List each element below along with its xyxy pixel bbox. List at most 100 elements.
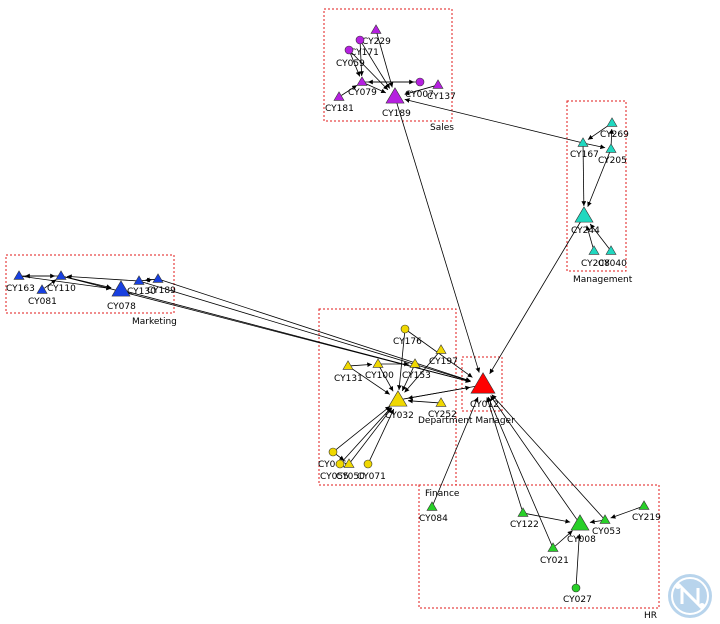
edge-CY205-CY269 bbox=[609, 128, 614, 147]
node-cy137[interactable]: CY137 bbox=[427, 79, 456, 102]
node-cy050[interactable]: CY050 bbox=[336, 458, 365, 482]
node-triangle-icon bbox=[605, 143, 617, 153]
edge-CY122-CY008 bbox=[525, 513, 571, 524]
node-cy027[interactable]: CY027 bbox=[563, 583, 592, 605]
edge-CY071-CY032 bbox=[368, 408, 395, 462]
node-circle-icon bbox=[363, 459, 373, 469]
node-cy100[interactable]: CY100 bbox=[365, 358, 394, 381]
node-triangle-icon bbox=[432, 79, 444, 89]
node-triangle-icon bbox=[435, 397, 447, 407]
edge-CY130-CY012 bbox=[141, 281, 471, 383]
node-cy053[interactable]: CY053 bbox=[592, 514, 621, 537]
node-label: CY032 bbox=[385, 411, 414, 421]
node-triangle-icon bbox=[133, 275, 145, 285]
node-cy081[interactable]: CY081 bbox=[28, 284, 57, 307]
node-triangle-icon bbox=[13, 270, 25, 280]
node-cy007[interactable]: CY007 bbox=[405, 77, 434, 100]
group-label-deptmgr: Department Manager bbox=[418, 416, 515, 426]
group-label-management: Management bbox=[573, 275, 633, 285]
node-cy269[interactable]: CY269 bbox=[600, 117, 629, 140]
edge-CY059-CY079 bbox=[349, 52, 361, 77]
node-label: CY110 bbox=[47, 284, 76, 294]
node-triangle-icon bbox=[370, 24, 382, 34]
node-cy046[interactable]: CY046 bbox=[318, 447, 347, 470]
node-cy084[interactable]: CY084 bbox=[419, 501, 448, 524]
edge-CY205-CY244 bbox=[587, 151, 611, 207]
node-cy040[interactable]: CY040 bbox=[598, 245, 627, 269]
node-label: CY167 bbox=[570, 150, 599, 160]
node-cy252[interactable]: CY252 bbox=[428, 397, 457, 420]
node-cy059[interactable]: CY059 bbox=[336, 45, 365, 69]
node-cy244[interactable]: CY244 bbox=[571, 206, 600, 236]
node-cy171[interactable]: CY171 bbox=[350, 35, 379, 58]
node-cy205[interactable]: CY205 bbox=[598, 143, 627, 166]
node-cy229[interactable]: CY229 bbox=[362, 24, 391, 47]
node-cy130[interactable]: CY130 bbox=[127, 275, 156, 297]
node-cy153[interactable]: CY153 bbox=[402, 358, 431, 381]
node-triangle-icon bbox=[517, 507, 529, 517]
node-triangle-icon bbox=[372, 358, 384, 368]
node-circle-icon bbox=[328, 447, 338, 457]
edge-CY021-CY008 bbox=[554, 530, 573, 547]
node-cy197[interactable]: CY197 bbox=[429, 344, 458, 367]
node-cy055[interactable]: CY055 bbox=[320, 459, 349, 482]
edge-CY244-CY012 bbox=[489, 220, 582, 375]
node-cy008[interactable]: CY008 bbox=[567, 514, 596, 545]
edge-CY079-CY189 bbox=[364, 82, 387, 94]
node-cy071[interactable]: CY071 bbox=[357, 459, 386, 482]
node-triangle-icon bbox=[111, 280, 131, 297]
node-circle-icon bbox=[571, 583, 581, 593]
edge-CY053-CY008 bbox=[589, 519, 603, 525]
node-triangle-icon bbox=[342, 360, 354, 370]
node-triangle-icon bbox=[606, 117, 618, 127]
node-cy021[interactable]: CY021 bbox=[540, 542, 569, 566]
node-triangle-icon bbox=[385, 87, 405, 104]
node-cy131[interactable]: CY131 bbox=[334, 360, 363, 384]
node-label: CY131 bbox=[334, 374, 363, 384]
edge-CY153-CY032 bbox=[401, 366, 415, 392]
node-cy208[interactable]: CY208 bbox=[581, 245, 610, 269]
node-label: CY208 bbox=[581, 259, 610, 269]
node-cy219[interactable]: CY219 bbox=[632, 500, 661, 523]
edge-CY027-CY008 bbox=[575, 533, 582, 586]
node-triangle-icon bbox=[574, 206, 594, 223]
node-cy189[interactable]: CY189 bbox=[382, 87, 411, 119]
node-cy189b[interactable]: CY189 bbox=[147, 273, 176, 296]
node-cy110[interactable]: CY110 bbox=[47, 270, 76, 294]
node-cy079[interactable]: CY079 bbox=[348, 76, 377, 98]
edge-CY137-CY189 bbox=[404, 85, 436, 96]
node-circle-icon bbox=[415, 77, 425, 87]
node-triangle-icon bbox=[36, 284, 48, 294]
edge-CY084-CY012 bbox=[432, 396, 479, 505]
node-label: CY078 bbox=[107, 302, 136, 312]
node-label: CY163 bbox=[6, 284, 35, 294]
node-cy163[interactable]: CY163 bbox=[6, 270, 35, 294]
node-label: CY008 bbox=[567, 535, 596, 545]
node-label: CY205 bbox=[598, 156, 627, 166]
edge-CY100-CY032 bbox=[379, 366, 394, 392]
edge-CY208-CY244 bbox=[585, 225, 594, 249]
edge-CY021-CY012 bbox=[487, 396, 553, 546]
edge-CY167-CY244 bbox=[581, 145, 587, 207]
group-box-deptmgr bbox=[461, 356, 503, 412]
edge-CY181-CY079 bbox=[341, 84, 358, 96]
node-cy167[interactable]: CY167 bbox=[570, 137, 599, 160]
node-cy122[interactable]: CY122 bbox=[510, 507, 539, 530]
node-cy032[interactable]: CY032 bbox=[385, 390, 414, 421]
node-cy078[interactable]: CY078 bbox=[107, 280, 136, 312]
node-cy176[interactable]: CY176 bbox=[393, 324, 422, 347]
node-circle-icon bbox=[400, 324, 410, 334]
node-cy012[interactable]: CY012 bbox=[470, 372, 499, 410]
node-cy181[interactable]: CY181 bbox=[325, 91, 354, 114]
edge-CY189-CY012 bbox=[396, 102, 481, 373]
edge-CY167-CY205 bbox=[585, 143, 606, 150]
node-label: CY219 bbox=[632, 513, 661, 523]
node-triangle-icon bbox=[55, 270, 67, 280]
node-label: CY130 bbox=[127, 287, 156, 297]
node-label: CY176 bbox=[393, 337, 422, 347]
edge-CY046-CY032 bbox=[335, 405, 391, 451]
node-label: CY040 bbox=[598, 259, 627, 269]
edge-CY197-CY032 bbox=[404, 352, 440, 393]
node-triangle-icon bbox=[409, 358, 421, 368]
